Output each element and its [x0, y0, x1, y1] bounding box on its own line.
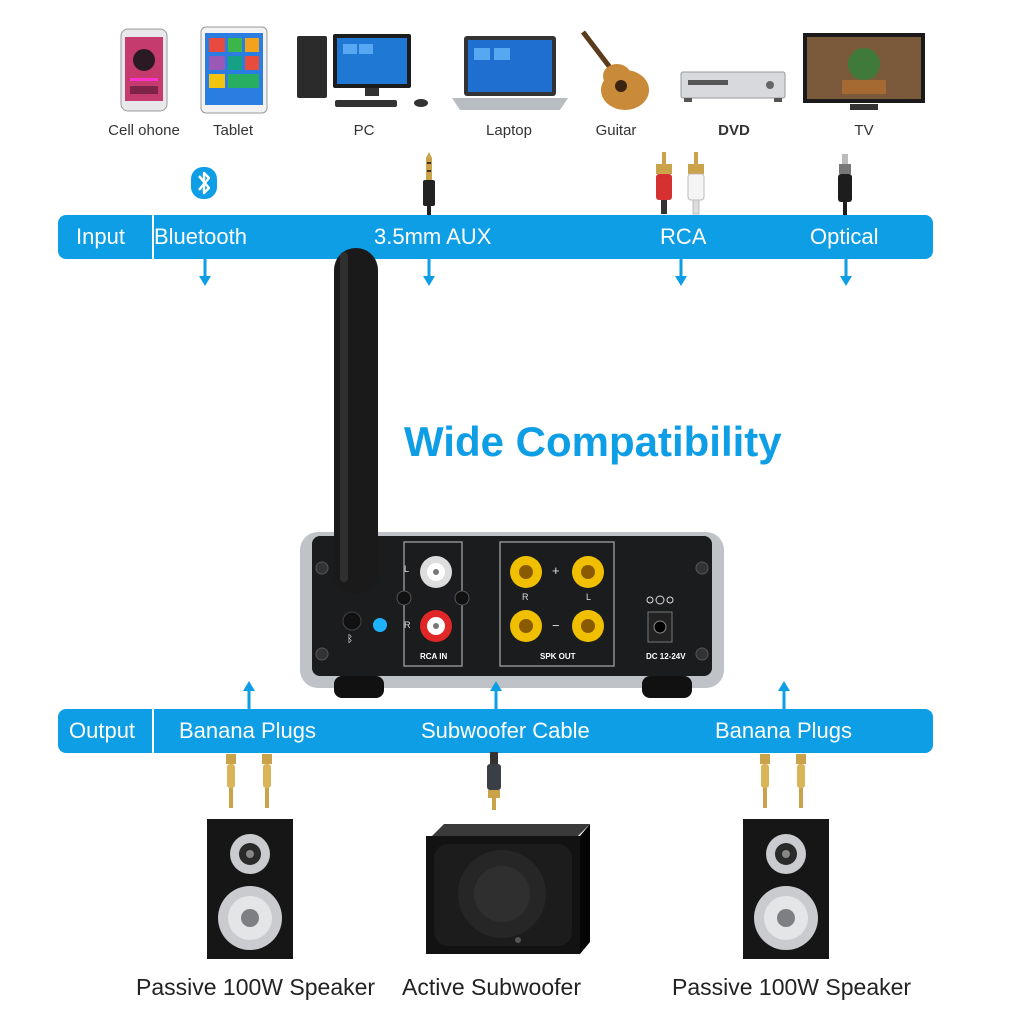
- input-bar-divider: [152, 215, 154, 259]
- spk-minus-label: −: [552, 618, 560, 633]
- amp-r-label: R: [404, 620, 411, 630]
- dc-label: DC 12-24V: [646, 652, 686, 661]
- speaker-label-left: Passive 100W Speaker: [136, 974, 376, 1000]
- device-label-dvd: DVD: [718, 122, 750, 139]
- bluetooth-icon: [191, 167, 217, 199]
- passive-speaker-right-image: [743, 819, 829, 959]
- dvd-player-image: [680, 71, 786, 102]
- active-subwoofer-image: [426, 824, 590, 954]
- input-bar-label: Input: [76, 224, 125, 249]
- arrow-down-icon: [423, 258, 435, 286]
- arrow-up-icon: [490, 681, 502, 710]
- arrow-up-icon: [778, 681, 790, 710]
- rca-in-label: RCA IN: [420, 652, 448, 661]
- pc-image: [297, 34, 428, 107]
- banana-plugs-left-icon: [226, 754, 272, 808]
- spk-out-label: SPK OUT: [540, 652, 576, 661]
- spk-r-label: R: [522, 592, 529, 602]
- subwoofer-cable-icon: [487, 752, 501, 810]
- rca-plugs-icon: [656, 152, 705, 215]
- arrow-up-icon: [243, 681, 255, 710]
- input-item-rca: RCA: [660, 224, 707, 249]
- speaker-label-right: Passive 100W Speaker: [672, 974, 912, 1000]
- device-label-tablet: Tablet: [212, 122, 254, 139]
- tablet-image: [200, 26, 268, 114]
- output-item-banana-right: Banana Plugs: [715, 718, 852, 743]
- arrow-down-icon: [199, 258, 211, 286]
- guitar-image: [581, 30, 649, 110]
- arrow-down-icon: [840, 258, 852, 286]
- cell-phone-image: [120, 28, 168, 112]
- output-bar-label: Output: [69, 718, 136, 743]
- input-bar: Input Bluetooth 3.5mm AUX RCA Optical: [58, 215, 933, 259]
- output-item-subwoofer-cable: Subwoofer Cable: [421, 718, 590, 743]
- output-bar-divider: [152, 709, 154, 753]
- arrow-down-icon: [675, 258, 687, 286]
- output-bar: Output Banana Plugs Subwoofer Cable Bana…: [58, 709, 933, 753]
- speaker-label-subwoofer: Active Subwoofer: [402, 974, 581, 1000]
- optical-plug-icon: [838, 154, 852, 216]
- page-title: Wide Compatibility: [404, 418, 782, 465]
- laptop-image: [452, 36, 568, 110]
- banana-plugs-right-icon: [760, 754, 806, 808]
- input-item-optical: Optical: [810, 224, 879, 249]
- amplifier-image: [300, 248, 724, 698]
- input-item-aux: 3.5mm AUX: [374, 224, 492, 249]
- passive-speaker-left-image: [207, 819, 293, 959]
- device-label-tv: TV: [854, 122, 874, 139]
- device-label-pc: PC: [353, 122, 375, 139]
- device-label-laptop: Laptop: [486, 122, 532, 139]
- spk-l-label: L: [586, 592, 592, 602]
- spk-plus-label: +: [552, 563, 560, 578]
- amp-l-label: L: [404, 564, 410, 574]
- output-item-banana-left: Banana Plugs: [179, 718, 316, 743]
- input-item-bluetooth: Bluetooth: [154, 224, 247, 249]
- bluetooth-small-icon: ᛒ: [347, 634, 353, 645]
- device-label-guitar: Guitar: [595, 122, 637, 139]
- tv-image: [803, 33, 925, 110]
- device-label-cell-phone: Cell ohone: [108, 122, 180, 139]
- aux-jack-icon: [423, 152, 435, 216]
